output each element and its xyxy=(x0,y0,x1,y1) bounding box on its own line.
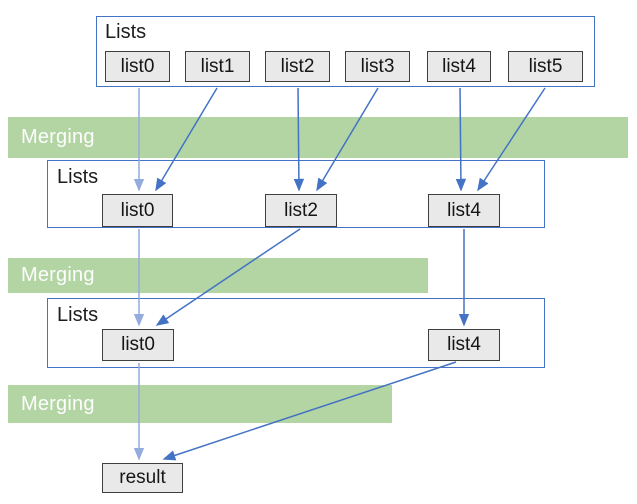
result-node: result xyxy=(102,463,183,493)
list-node-list2: list2 xyxy=(265,194,337,227)
merging-band-label: Merging xyxy=(21,126,95,148)
merging-band: Merging xyxy=(8,117,628,158)
merging-band: Merging xyxy=(8,385,392,423)
lists-container-label: Lists xyxy=(57,166,99,188)
list-node-list4: list4 xyxy=(428,194,500,227)
list-node-list4: list4 xyxy=(427,51,491,82)
list-node-list5: list5 xyxy=(508,51,583,82)
lists-container-label: Lists xyxy=(57,304,99,326)
list-node-list0: list0 xyxy=(102,194,173,227)
lists-container-label: Lists xyxy=(105,21,147,43)
lists-container xyxy=(47,160,545,228)
list-node-list0: list0 xyxy=(105,51,170,82)
list-node-list1: list1 xyxy=(185,51,250,82)
list-node-list4: list4 xyxy=(428,329,500,361)
merging-band: Merging xyxy=(8,258,428,293)
list-node-list2: list2 xyxy=(265,51,330,82)
list-node-list0: list0 xyxy=(102,329,174,361)
merging-band-label: Merging xyxy=(21,264,95,286)
list-node-list3: list3 xyxy=(345,51,410,82)
merging-band-label: Merging xyxy=(21,392,95,415)
lists-container xyxy=(96,16,595,87)
